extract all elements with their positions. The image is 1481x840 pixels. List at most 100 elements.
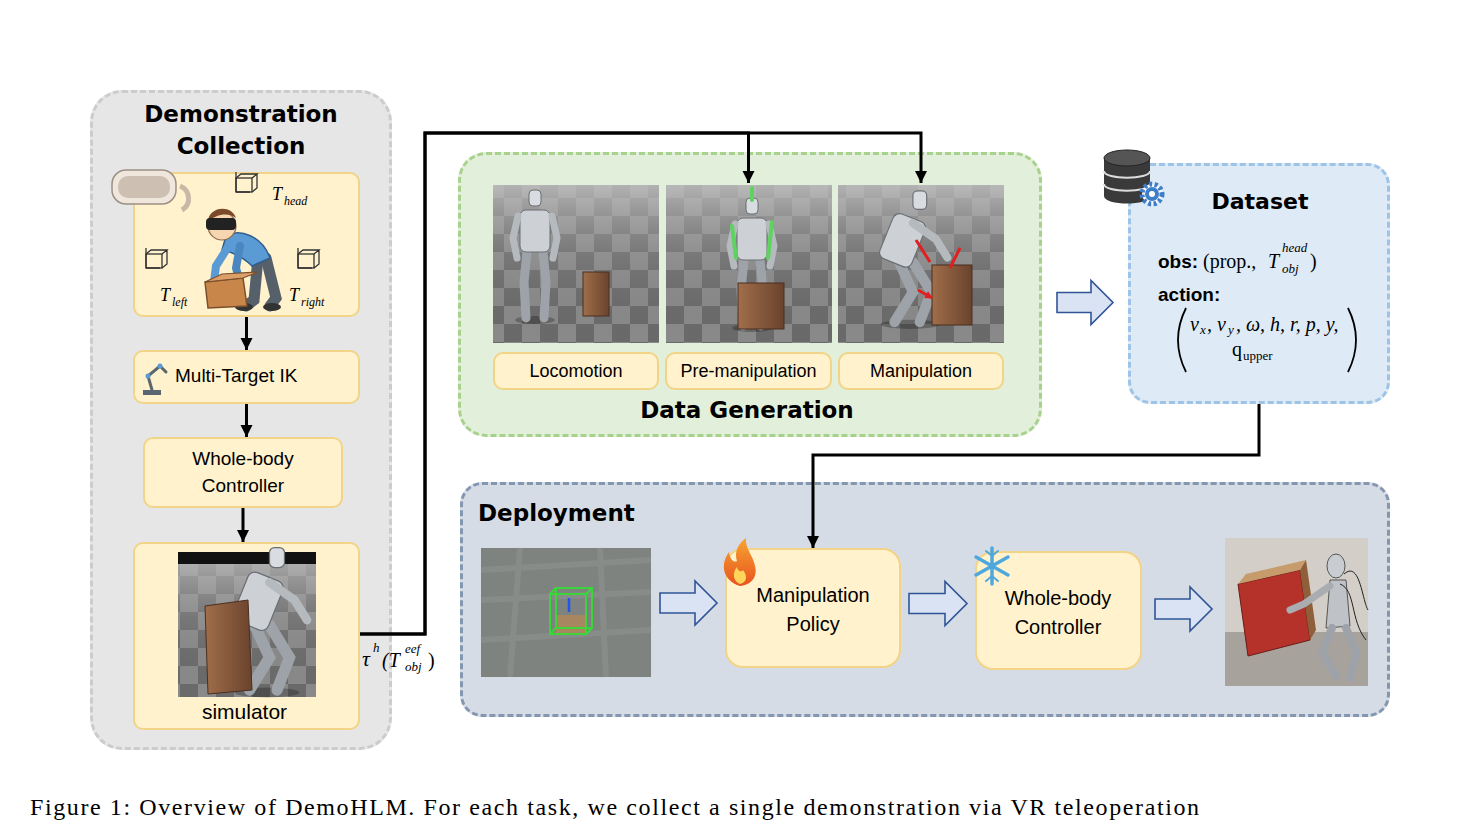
- pre-manipulation-render: [732, 188, 772, 258]
- camera-view: [568, 598, 571, 612]
- coordinate-frame: [236, 174, 257, 192]
- policy-box: Manipulation Policy: [725, 548, 901, 668]
- locomotion-render: [513, 190, 557, 324]
- person-illustration: [205, 272, 258, 282]
- process-label: Whole-body Controller: [153, 445, 333, 499]
- camera-view: [556, 615, 586, 635]
- vr-headset: [118, 176, 170, 198]
- process-label: Whole-body Controller: [983, 584, 1133, 642]
- panel-heading: Dataset: [1170, 189, 1350, 215]
- robot-photo: [1326, 580, 1350, 628]
- frame-symbol: T: [272, 183, 282, 205]
- math-superscript: eef: [405, 641, 420, 657]
- simulator-render: [178, 552, 316, 697]
- connector-line: [245, 317, 248, 350]
- bracket: [1348, 308, 1356, 372]
- manipulation-render: [878, 191, 948, 329]
- math-superscript: head: [1282, 240, 1307, 256]
- frame-subscript: right: [301, 295, 324, 309]
- person-illustration: [214, 244, 230, 282]
- flow-arrow: [660, 581, 1212, 631]
- locomotion-render: [493, 185, 659, 343]
- database-icon: [1149, 191, 1155, 197]
- locomotion-render: [583, 272, 609, 316]
- flow-arrow: [660, 581, 717, 625]
- manipulation-render: [838, 185, 1004, 343]
- locomotion-render: [493, 185, 659, 343]
- manipulation-render: [838, 185, 1004, 343]
- flow-arrow: [1155, 587, 1212, 631]
- robot-arm-icon: [148, 366, 166, 390]
- robot-photo: [1327, 554, 1345, 578]
- math-subscript: obj: [1282, 261, 1299, 277]
- person-illustration: [208, 212, 236, 240]
- trajectory-symbol: τ: [362, 646, 370, 672]
- database-icon: [1104, 158, 1150, 204]
- database-icon: [1142, 184, 1162, 204]
- camera-view: [550, 588, 592, 634]
- field-name: action:: [1158, 283, 1220, 306]
- panel-heading: Demonstration Collection: [112, 98, 370, 162]
- robot-photo: [1290, 586, 1330, 610]
- panel: Demonstration CollectionTheadTleftTright…: [90, 90, 392, 750]
- math-text: (prop.,: [1203, 249, 1256, 273]
- coordinate-frame: [146, 172, 319, 268]
- block-arrow: [909, 582, 967, 626]
- robot-photo: [1322, 628, 1356, 678]
- coordinate-frame: [298, 254, 314, 268]
- pre-manipulation-render: [738, 283, 784, 329]
- person-illustration: [206, 218, 236, 230]
- dataset-panel: Datasetobs:(prop.,Theadobj)action:vx, vy…: [1128, 163, 1390, 404]
- math-text: T: [1268, 249, 1279, 273]
- database-icon: [1104, 150, 1162, 204]
- math-subscript: upper: [1243, 348, 1273, 364]
- panel: Data Generation LocomotionPre-manipulatio…: [458, 152, 1042, 437]
- camera-view: [481, 548, 651, 677]
- person-illustration: [222, 233, 270, 266]
- locomotion-render: [493, 185, 659, 343]
- math-text: , ω, h, r, p, y,: [1236, 312, 1338, 336]
- bracket: [1178, 308, 1356, 372]
- robot-arm-icon: [146, 374, 151, 379]
- simulator-render: [178, 548, 316, 698]
- vr-headset: [180, 186, 189, 210]
- robot-arm-icon: [143, 364, 166, 396]
- person-illustration: [235, 303, 253, 311]
- math-text: ): [1310, 249, 1317, 273]
- pre-manipulation-render: [666, 185, 832, 343]
- simulator-render: [178, 552, 316, 564]
- stage-node: Locomotion: [493, 183, 659, 390]
- robot-photo: [1225, 538, 1368, 686]
- person-illustration: [263, 303, 281, 311]
- simulator-render: [231, 548, 307, 698]
- controller-box: Whole-body Controller: [975, 551, 1142, 670]
- person-illustration: [208, 209, 236, 222]
- math-text: v: [1190, 312, 1199, 336]
- pre-manipulation-render: [666, 185, 832, 343]
- vr-headset: [112, 170, 176, 204]
- database-icon: [1104, 150, 1150, 166]
- panel-heading: Data Generation: [458, 396, 1036, 424]
- simulator-render: [205, 600, 252, 694]
- connector-line: [813, 404, 1259, 548]
- simulator-render: [178, 552, 316, 697]
- connector-line: [245, 404, 248, 437]
- snowflake-icon: [976, 548, 1008, 584]
- coordinate-frame: [146, 250, 167, 268]
- frame-subscript: left: [172, 295, 187, 309]
- manipulation-render: [838, 185, 1004, 343]
- coordinate-frame: [146, 254, 162, 268]
- simulator-box: simulator: [133, 542, 360, 730]
- flame-icon: [724, 538, 756, 586]
- snowflake-icon: [976, 548, 1008, 584]
- robot-photo: [1238, 560, 1306, 584]
- coordinate-frame: [298, 248, 312, 268]
- figure-caption: Figure 1: Overview of DemoHLM. For each …: [30, 793, 1201, 822]
- stage-label: Pre-manipulation: [665, 352, 832, 390]
- process-label: Manipulation Policy: [738, 581, 888, 639]
- database-icon: [1104, 171, 1150, 191]
